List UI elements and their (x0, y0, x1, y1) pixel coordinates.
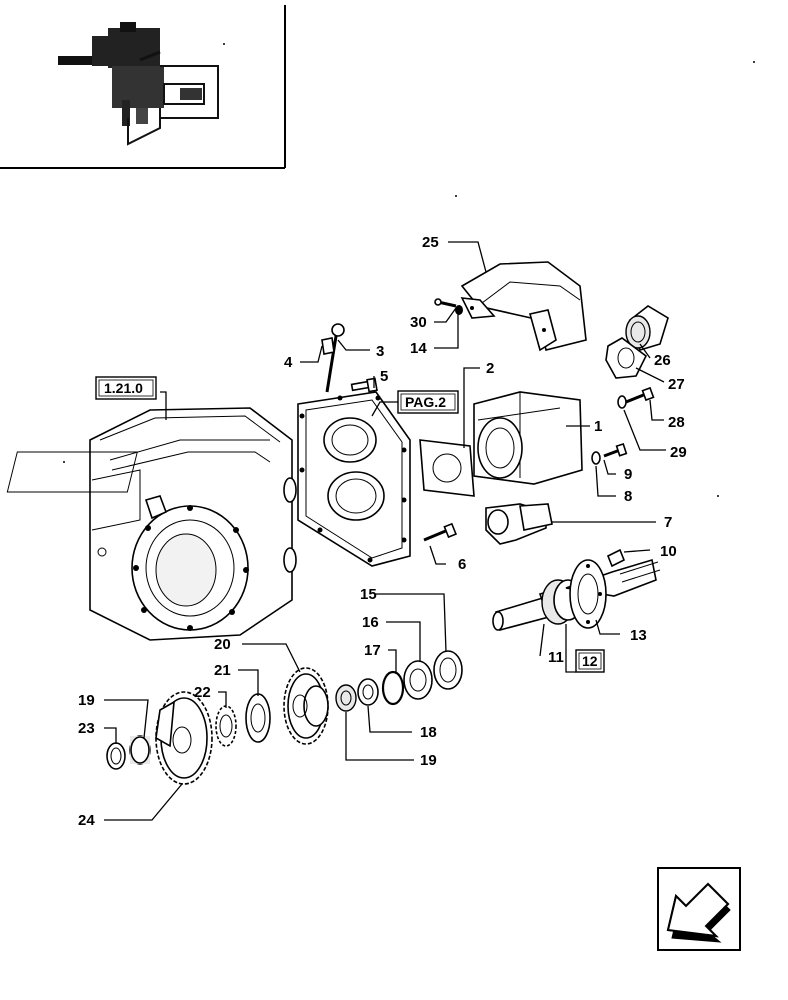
scan-specks (63, 43, 755, 497)
gear-20 (283, 667, 329, 745)
gear-24 (155, 691, 213, 785)
snap-ring-17 (381, 670, 405, 706)
shield-7 (485, 503, 553, 545)
callout-25: 25 (422, 234, 439, 251)
callout-16: 16 (362, 614, 379, 631)
washer-8 (591, 451, 601, 465)
gear-21 (245, 693, 271, 743)
callout-9: 9 (624, 466, 632, 483)
callout-26: 26 (654, 352, 671, 369)
ref-label-1210: 1.21.0 (104, 380, 143, 396)
callout-21: 21 (214, 662, 231, 679)
pto-housing-1 (473, 391, 583, 485)
callout-8: 8 (624, 488, 632, 505)
callout-28: 28 (668, 414, 685, 431)
callout-14: 14 (410, 340, 427, 357)
washer-29 (617, 395, 627, 409)
callout-13: 13 (630, 627, 647, 644)
callout-7: 7 (664, 514, 672, 531)
callout-5: 5 (380, 368, 388, 385)
callout-23: 23 (78, 720, 95, 737)
bolt-30 (434, 298, 457, 308)
bearing-19a (129, 735, 151, 765)
bolt-6 (423, 522, 457, 542)
ref-label-12: 12 (582, 653, 598, 669)
ring-23 (106, 742, 126, 770)
callout-labels: 1 2 3 4 5 6 7 8 9 10 11 13 14 15 16 17 1… (78, 234, 687, 829)
bolt-5 (350, 377, 378, 393)
gasket-2 (419, 439, 475, 497)
gear-22 (215, 705, 237, 747)
callout-1: 1 (594, 418, 602, 435)
ref-box-12[interactable]: 12 (575, 649, 605, 673)
callout-4: 4 (284, 354, 293, 371)
callout-11: 11 (548, 649, 564, 666)
callout-29: 29 (670, 444, 687, 461)
cover-plate (297, 391, 411, 567)
back-arrow-button[interactable] (657, 867, 741, 951)
pto-cap-26 (625, 305, 669, 351)
needle-bearing-19b (335, 684, 357, 712)
ref-box-pag2[interactable]: PAG.2 (397, 390, 459, 414)
callout-18: 18 (420, 724, 437, 741)
callout-2: 2 (486, 360, 494, 377)
dipstick-assembly (321, 323, 345, 393)
washer-14 (455, 305, 463, 315)
callout-17: 17 (364, 642, 381, 659)
callout-20: 20 (214, 636, 231, 653)
assembly-thumbnail-drawing (58, 22, 219, 146)
spacer-18 (357, 678, 379, 706)
transmission-housing (6, 407, 297, 641)
callout-3: 3 (376, 343, 384, 360)
callout-15: 15 (360, 586, 377, 603)
locator-thumbnail (0, 5, 286, 169)
nut-10 (606, 548, 626, 568)
top-shield-25 (460, 261, 587, 352)
callout-19-lower: 19 (420, 752, 437, 769)
callout-22: 22 (194, 684, 211, 701)
callout-27: 27 (668, 376, 685, 393)
flange-13 (569, 559, 607, 629)
callout-19-upper: 19 (78, 692, 95, 709)
ref-label-pag2: PAG.2 (405, 394, 446, 410)
bolt-9 (603, 443, 628, 458)
ref-box-1210[interactable]: 1.21.0 (95, 376, 157, 400)
bolt-28 (625, 386, 655, 404)
callout-10: 10 (660, 543, 677, 560)
leader-lines (104, 241, 666, 821)
seal-15 (433, 650, 463, 690)
callout-24: 24 (78, 812, 95, 829)
callout-6: 6 (458, 556, 466, 573)
back-arrow-icon (666, 882, 731, 943)
callout-30: 30 (410, 314, 427, 331)
bearing-16 (403, 660, 433, 700)
